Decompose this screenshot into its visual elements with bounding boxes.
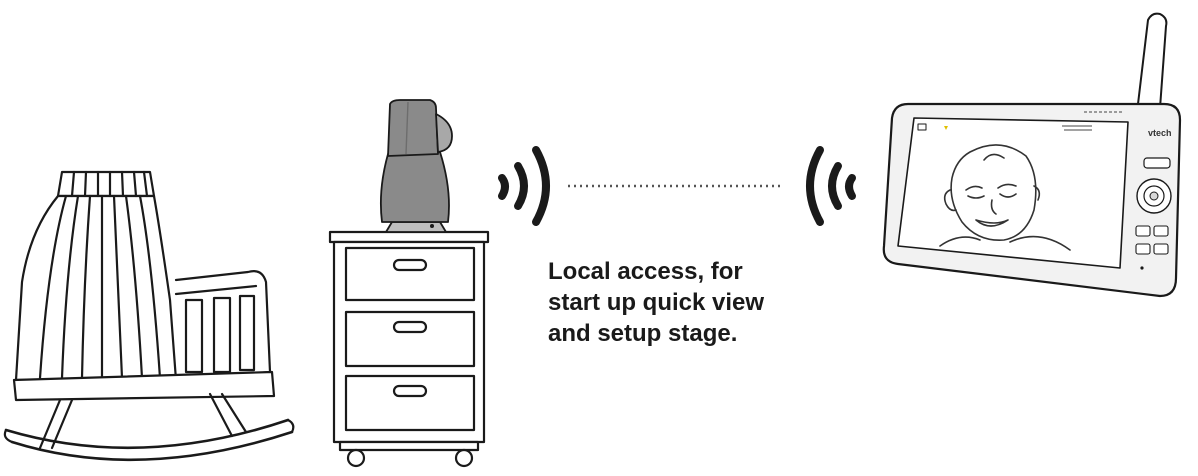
monitor-top-button	[1143, 157, 1171, 169]
monitor-brand: vtech	[1148, 128, 1172, 138]
cradle-illustration	[3, 170, 295, 462]
parent-monitor-illustration: vtech	[882, 12, 1182, 298]
monitor-button	[1135, 225, 1151, 237]
monitor-button	[1153, 243, 1169, 255]
signal-waves-icon	[498, 146, 550, 226]
caption-line: Local access, for	[548, 258, 743, 285]
baby-camera-illustration	[379, 99, 453, 233]
nightstand-illustration	[328, 230, 490, 468]
monitor-button	[1153, 225, 1169, 237]
caption-line: and setup stage.	[548, 320, 738, 347]
caption-line: start up quick view	[548, 289, 765, 316]
local-access-caption: Local access, for start up quick view an…	[548, 256, 868, 349]
monitor-button	[1135, 243, 1151, 255]
baby-face-illustration	[939, 144, 1071, 251]
signal-waves-icon	[806, 146, 856, 226]
